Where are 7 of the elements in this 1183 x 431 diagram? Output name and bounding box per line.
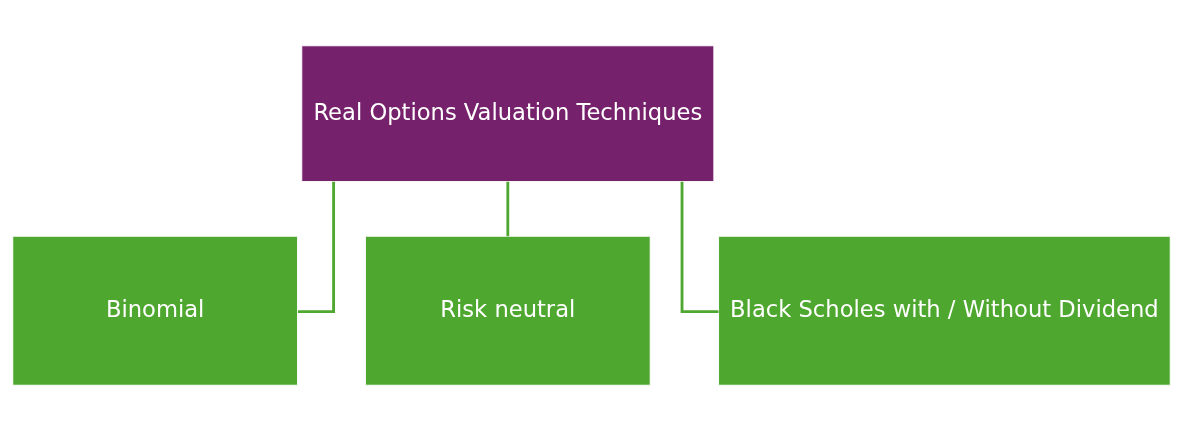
connector [680,181,719,314]
node-box: Risk neutral [364,235,651,386]
node-box: Black Scholes with / Without Dividend [718,235,1171,386]
node-box: Binomial [12,235,298,386]
node-box: Real Options Valuation Techniques [301,45,715,182]
connector [506,181,510,237]
connector [297,181,336,314]
